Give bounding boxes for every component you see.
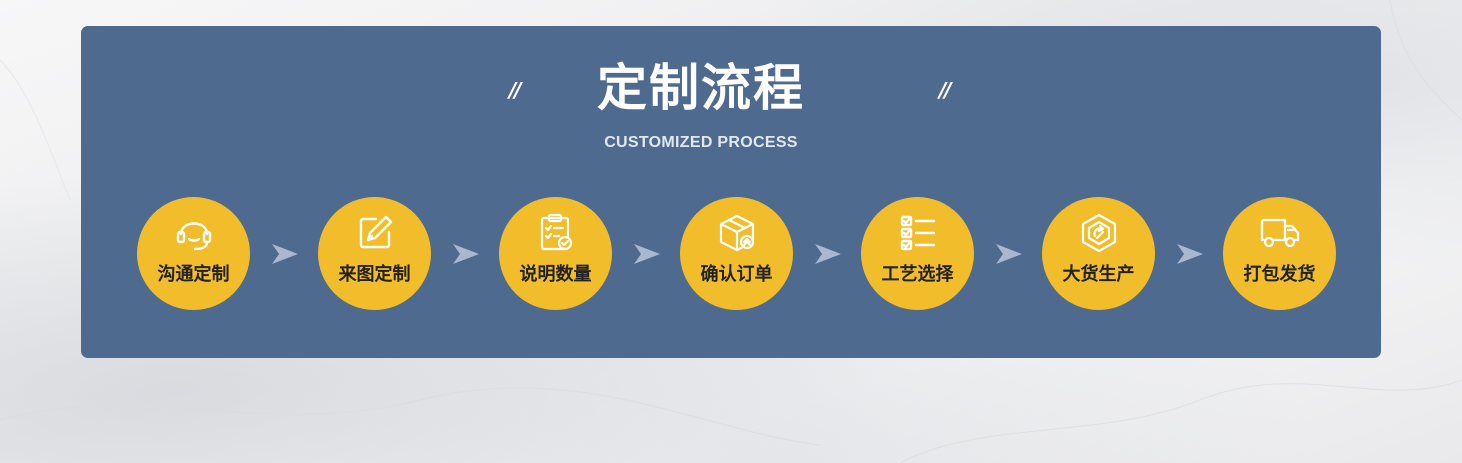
step-mass-production: 大货生产 [1042,197,1155,310]
headset-icon [176,222,212,251]
arrow-right-icon [1177,244,1203,264]
step-custom-design: 来图定制 [318,197,431,310]
delivery-truck-icon [1260,218,1300,248]
package-box-icon [719,214,755,252]
step-label: 工艺选择 [881,264,954,285]
step-communicate: 沟通定制 [137,197,250,310]
step-label: 沟通定制 [157,264,230,285]
step-label: 打包发货 [1243,264,1316,285]
step-confirm-order: 确认订单 [680,197,793,310]
step-label: 确认订单 [700,264,773,285]
checklist-icon [900,215,936,251]
arrow-right-icon [272,244,298,264]
arrow-right-icon [996,244,1022,264]
production-gear-icon [1081,213,1117,253]
clipboard-check-icon [540,213,573,251]
step-label: 来图定制 [338,264,411,285]
arrow-right-icon [815,244,841,264]
page-subtitle: CUSTOMIZED PROCESS [604,134,798,151]
quote-mark-right: // [939,78,952,102]
quote-mark-left: // [509,78,522,102]
process-panel: // 定制流程 // CUSTOMIZED PROCESS 沟通定制 来图定制 [81,26,1381,358]
step-quantity: 说明数量 [499,197,612,310]
arrow-right-icon [453,244,479,264]
step-label: 大货生产 [1062,264,1135,285]
step-label: 说明数量 [519,264,592,285]
arrow-right-icon [634,244,660,264]
step-craft-selection: 工艺选择 [861,197,974,310]
step-pack-ship: 打包发货 [1223,197,1336,310]
edit-pencil-icon [359,215,393,249]
page-title: 定制流程 [597,59,805,117]
